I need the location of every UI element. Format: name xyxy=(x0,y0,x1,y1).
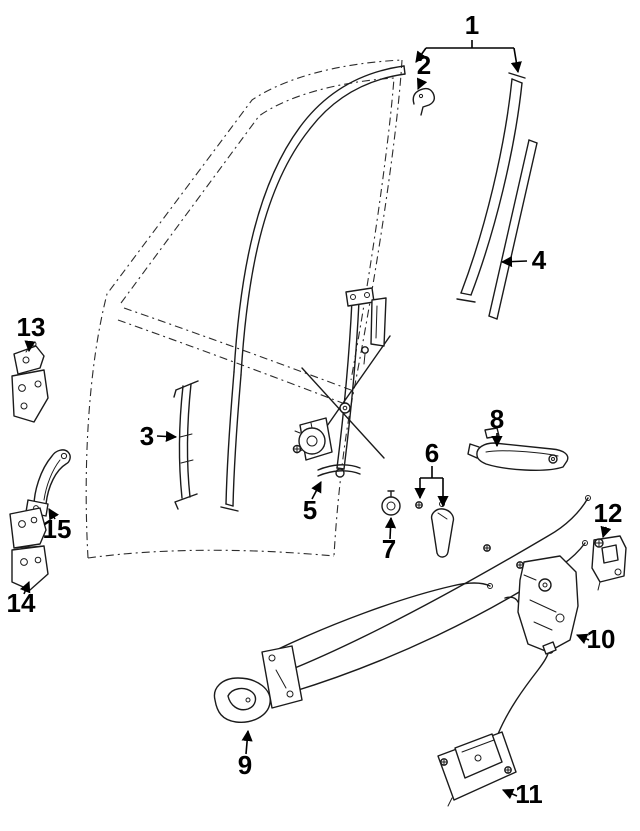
callout-13: 13 xyxy=(17,312,46,353)
callouts: 1 2 3 4 5 6 7 8 xyxy=(7,10,623,809)
part-12-striker xyxy=(591,535,627,591)
callout-10-label: 10 xyxy=(587,624,616,654)
callout-11-label: 11 xyxy=(515,779,543,809)
part-7-grommet xyxy=(381,490,401,516)
callout-4-label: 4 xyxy=(532,245,547,275)
door-outer-edge xyxy=(85,59,403,559)
callout-10: 10 xyxy=(575,624,616,654)
callout-6-label: 6 xyxy=(425,438,439,468)
part-14-lower-hinge xyxy=(9,507,49,591)
window-frame-inner-edge xyxy=(120,77,395,381)
callout-15-label: 15 xyxy=(43,514,72,544)
lock-cylinder-screw xyxy=(415,501,423,509)
callout-2-label: 2 xyxy=(417,50,431,80)
part-10-door-latch xyxy=(504,555,579,654)
part-8-outside-handle xyxy=(467,427,569,471)
part-5-window-regulator xyxy=(292,287,391,478)
part-13-upper-hinge xyxy=(11,341,49,423)
belt-line-inner xyxy=(117,319,346,405)
callout-4: 4 xyxy=(500,245,547,275)
callout-7: 7 xyxy=(382,516,396,564)
callout-9-label: 9 xyxy=(238,750,252,780)
door-outline xyxy=(85,59,403,559)
part-6-lock-cylinder xyxy=(430,501,455,558)
callout-8: 8 xyxy=(490,404,504,448)
part-11-lock-actuator xyxy=(437,641,557,807)
callout-5-label: 5 xyxy=(303,495,317,525)
part-2-channel-clip xyxy=(412,87,436,116)
callout-9: 9 xyxy=(238,729,253,780)
door-bottom-edge xyxy=(87,549,335,559)
belt-line xyxy=(123,307,352,391)
part-1-glass-run-channel xyxy=(220,65,526,512)
door-frame-right-edge xyxy=(333,59,403,557)
part-3-lower-sash-channel xyxy=(173,380,199,510)
callout-6: 6 xyxy=(414,438,449,508)
callout-3-label: 3 xyxy=(140,421,154,451)
callout-1: 1 xyxy=(415,10,522,74)
callout-2: 2 xyxy=(417,50,431,91)
callout-15: 15 xyxy=(43,508,72,544)
callout-3: 3 xyxy=(140,421,178,451)
callout-5: 5 xyxy=(303,481,322,525)
callout-7-label: 7 xyxy=(382,534,396,564)
callout-1-label: 1 xyxy=(465,10,479,40)
callout-12: 12 xyxy=(594,498,623,539)
callout-8-label: 8 xyxy=(490,404,504,434)
callout-14-label: 14 xyxy=(7,588,36,618)
callout-13-label: 13 xyxy=(17,312,46,342)
part-4-run-channel-strip xyxy=(488,139,538,320)
callout-11: 11 xyxy=(501,779,543,809)
part-15-door-check xyxy=(25,449,71,517)
callout-14: 14 xyxy=(7,580,36,618)
callout-12-label: 12 xyxy=(594,498,623,528)
